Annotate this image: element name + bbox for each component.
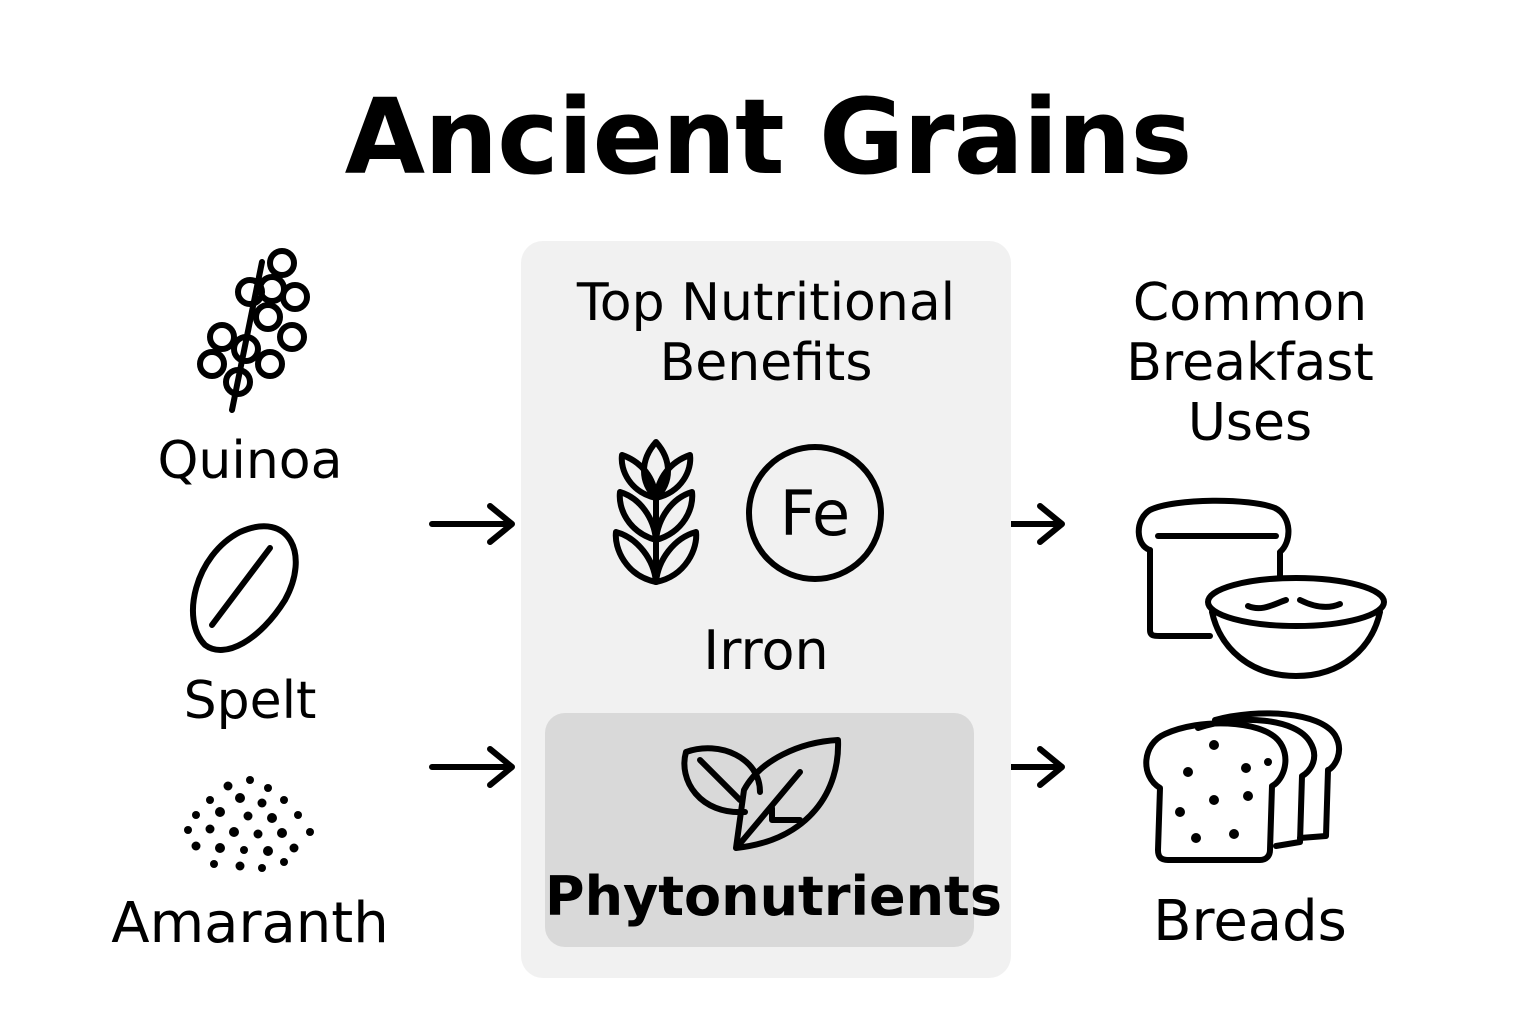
- grain-label-amaranth: Amaranth: [111, 891, 389, 956]
- uses-heading: Common Breakfast Uses: [1090, 273, 1410, 453]
- benefits-heading: Top Nutritional Benefits: [521, 273, 1011, 394]
- iron-symbol: Fe: [779, 476, 851, 550]
- uses-heading-line2: Breakfast: [1126, 332, 1374, 393]
- uses-heading-line3: Uses: [1187, 392, 1313, 453]
- grain-label-quinoa: Quinoa: [157, 431, 343, 491]
- use-label-breads: Breads: [1153, 889, 1347, 954]
- benefit-label-iron: Irron: [703, 619, 829, 682]
- diagram-title: Ancient Grains: [344, 76, 1193, 198]
- benefit-label-phytonutrients: Phytonutrients: [545, 865, 1002, 928]
- grain-label-spelt: Spelt: [183, 671, 317, 731]
- benefits-heading-line2: Benefits: [659, 332, 873, 393]
- benefits-heading-line1: Top Nutritional: [576, 273, 956, 333]
- iron-fe-icon: Fe: [746, 444, 884, 582]
- uses-heading-line1: Common: [1132, 273, 1368, 333]
